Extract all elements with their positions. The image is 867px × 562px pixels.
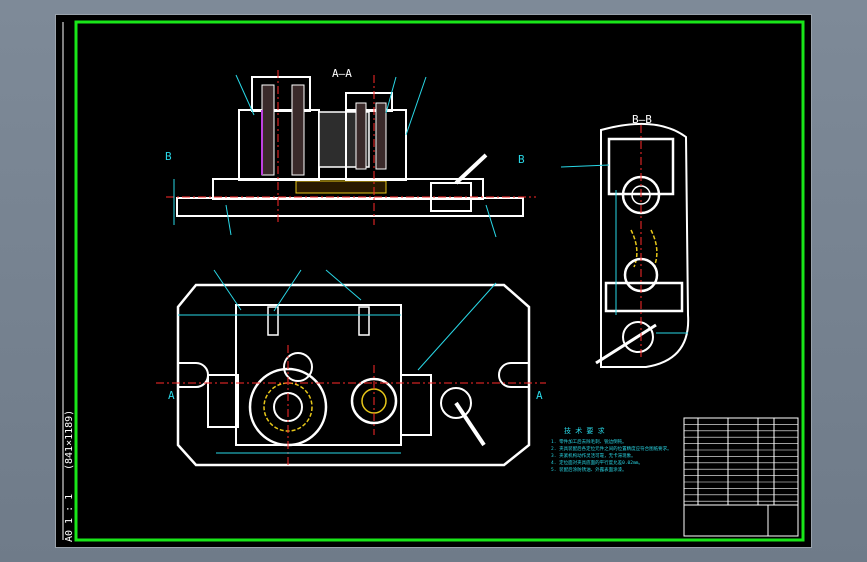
tech-req-title: 技 术 要 求: [564, 426, 605, 435]
slot-left: [178, 362, 209, 388]
section-b-marker-right: B: [518, 153, 525, 166]
left-bore-hatch-2: [291, 84, 305, 176]
plan-leader-4: [417, 282, 497, 371]
bb-handle-knob: [622, 321, 654, 353]
hatched-rail: [295, 180, 387, 194]
plan-clamp-knob: [440, 387, 472, 419]
plan-leader-3: [325, 269, 362, 301]
left-column-cap: [251, 76, 311, 112]
right-bore-hatch: [355, 102, 367, 170]
bb-handle-lever: [595, 323, 657, 365]
top-boss: [283, 352, 313, 382]
plan-clamp-block: [400, 374, 432, 436]
parts-list-rows: [684, 424, 798, 502]
drawing-sheet: A0 1 : 1 (841×1189) A—A: [55, 14, 812, 548]
tech-req-line-4: 4. 定位面对夹具底面的平行度允差0.02mm。: [551, 459, 643, 466]
tech-req-line-2: 2. 夹具装配后各定位元件之间的位置精度应符合图纸要求。: [551, 445, 672, 452]
plan-view: A A: [156, 269, 546, 467]
aa-leader-1: [235, 74, 255, 116]
section-bb-view: B—B: [560, 113, 690, 368]
sheet-size-text: (841×1189): [64, 410, 75, 470]
outer-frame: [74, 20, 805, 542]
right-bore-hatch-2: [375, 102, 387, 170]
plan-left-block: [207, 374, 239, 428]
plan-leader-2: [273, 269, 302, 312]
section-aa-view: A—A B B: [165, 67, 536, 238]
plan-outline: [176, 283, 531, 467]
section-bb-title: B—B: [632, 113, 652, 126]
bb-outline: [600, 122, 690, 368]
plan-clamp-handle: [454, 401, 486, 447]
slot-right: [498, 362, 529, 388]
bb-link-arcs: [630, 229, 658, 268]
section-b-marker-left: B: [165, 150, 172, 163]
tech-req-line-5: 5. 装配后涂防锈油、外露表面涂漆。: [551, 466, 627, 473]
left-bore-hatch: [261, 84, 275, 176]
parts-list-frame: [683, 417, 799, 537]
title-box-right: [767, 504, 799, 537]
tech-req-line-3: 3. 夹紧机构动作灵活可靠，无卡滞现象。: [551, 452, 636, 459]
right-column-cap: [345, 92, 393, 112]
plan-leader-1: [213, 269, 242, 311]
clamp-handle: [454, 153, 488, 185]
second-bore-outer: [350, 377, 398, 425]
aa-leader-3: [405, 76, 427, 136]
tech-req-line-1: 1. 零件加工后去除毛刺、锐边倒钝。: [551, 438, 627, 445]
tech-requirements: 技 术 要 求 1. 零件加工后去除毛刺、锐边倒钝。 2. 夹具装配后各定位元件…: [551, 426, 672, 473]
left-column: [238, 109, 320, 181]
top-pin-left: [267, 306, 279, 336]
section-a-marker-left: A: [168, 389, 175, 402]
main-bore-mid: [263, 382, 313, 432]
bb-lower-block: [604, 281, 684, 313]
scale-format-text: A0 1 : 1: [64, 494, 75, 542]
section-a-marker-right: A: [536, 389, 543, 402]
cad-drawing: A0 1 : 1 (841×1189) A—A: [62, 20, 805, 542]
aa-leader-2: [385, 76, 397, 114]
top-pin-right: [358, 306, 370, 336]
aa-leader-4: [225, 204, 232, 236]
section-aa-title: A—A: [332, 67, 352, 80]
aa-leader-5: [485, 204, 497, 238]
title-block: [683, 417, 799, 537]
bb-leader-1: [560, 164, 610, 168]
